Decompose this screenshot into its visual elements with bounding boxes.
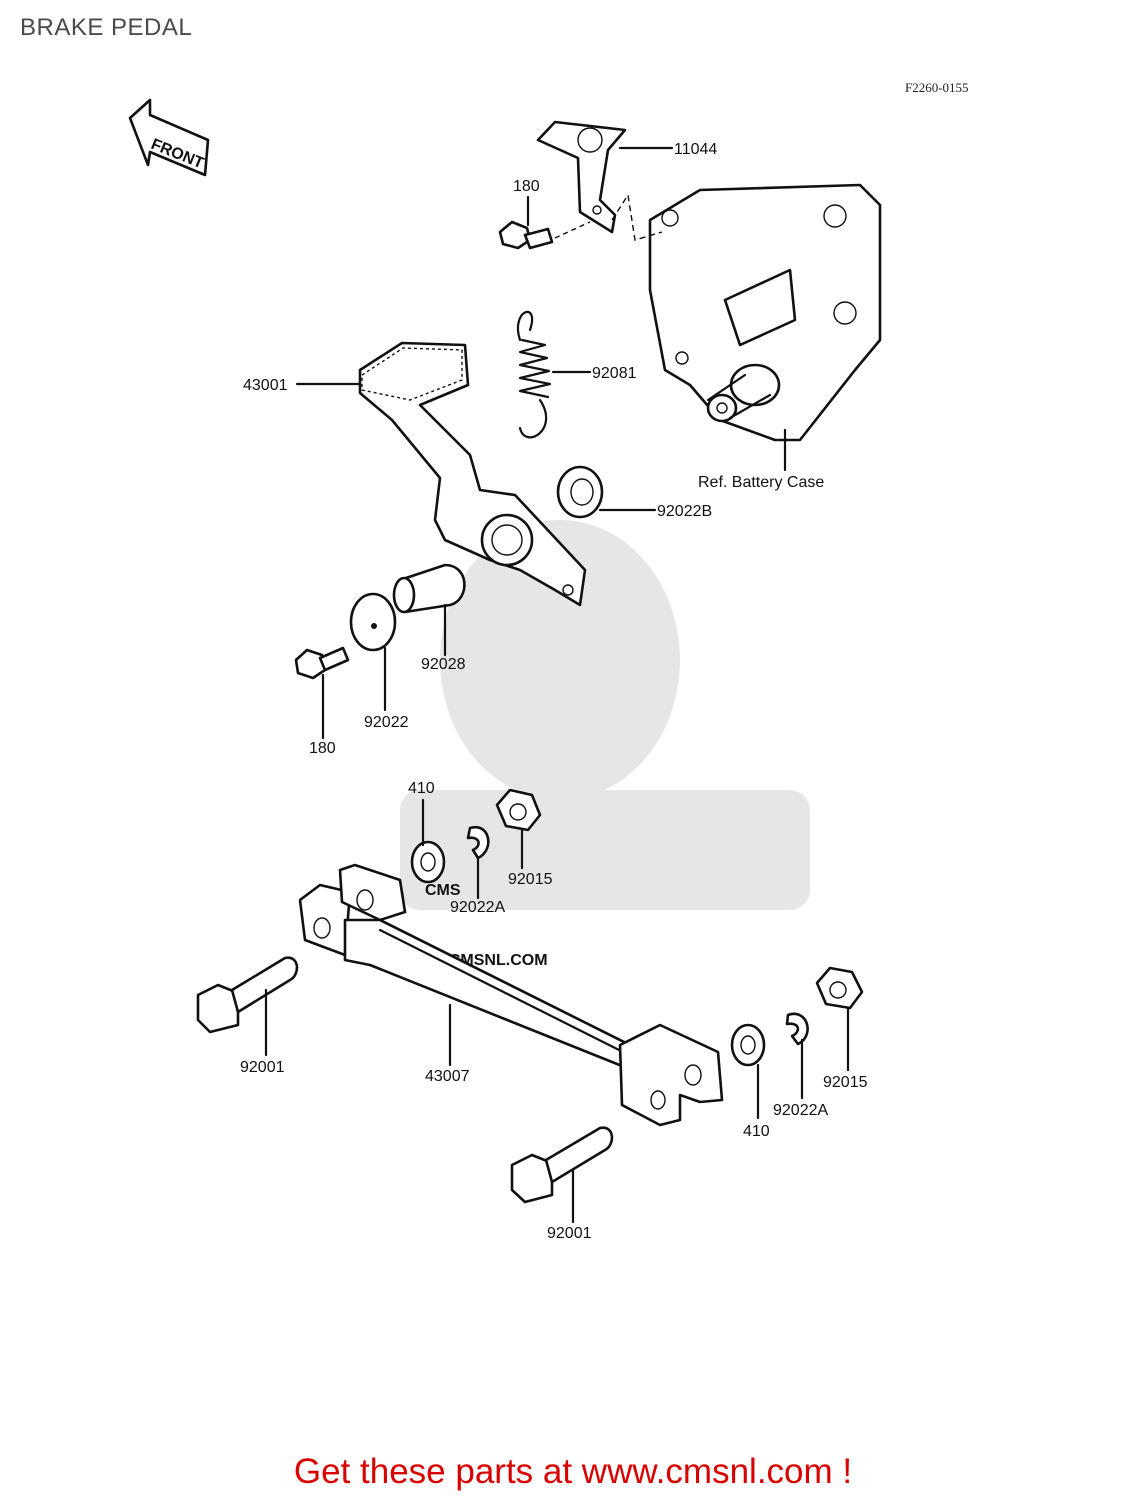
label-180-upper: 180 [513, 178, 540, 195]
bolt-upper [498, 220, 554, 250]
pin-bottom [510, 1126, 614, 1204]
watermark-brand: CMS [425, 882, 461, 899]
spring-part [517, 310, 552, 439]
battery-case-plate [648, 183, 882, 442]
label-180-lower: 180 [309, 740, 336, 757]
pin-left [196, 956, 299, 1034]
label-92001-left: 92001 [240, 1059, 285, 1076]
washer-410-right [730, 1023, 766, 1067]
label-43007: 43007 [425, 1068, 470, 1085]
label-92081: 92081 [592, 365, 637, 382]
front-arrow-icon: FRONT [128, 98, 210, 177]
circlip-right [785, 1012, 809, 1046]
label-92001-bottom: 92001 [547, 1225, 592, 1242]
label-92022b: 92022B [657, 503, 712, 520]
page-title: BRAKE PEDAL [20, 14, 193, 41]
rod-part [298, 863, 724, 1127]
bracket-part [536, 120, 627, 234]
brake-pedal-part [358, 341, 587, 607]
circlip-top [466, 825, 490, 860]
washer-92022b [556, 465, 604, 519]
label-battery-case: Ref. Battery Case [698, 474, 824, 491]
nut-right [815, 966, 864, 1010]
label-92028: 92028 [421, 656, 466, 673]
nut-top [495, 788, 542, 832]
label-410-top: 410 [408, 780, 435, 797]
label-410-right: 410 [743, 1123, 770, 1140]
label-11044: 11044 [674, 141, 717, 158]
label-92022: 92022 [364, 714, 409, 731]
label-43001: 43001 [243, 377, 288, 394]
label-92022a-right: 92022A [773, 1102, 828, 1119]
footer-link[interactable]: Get these parts at www.cmsnl.com ! [293, 1452, 853, 1491]
drawing-code: F2260-0155 [905, 80, 969, 95]
label-92022a-top: 92022A [450, 899, 505, 916]
label-92015-right: 92015 [823, 1074, 868, 1091]
washer-92022 [349, 592, 397, 652]
collar-part [392, 563, 466, 614]
washer-410-top [410, 840, 446, 884]
label-92015-top: 92015 [508, 871, 553, 888]
bolt-lower [294, 646, 350, 680]
